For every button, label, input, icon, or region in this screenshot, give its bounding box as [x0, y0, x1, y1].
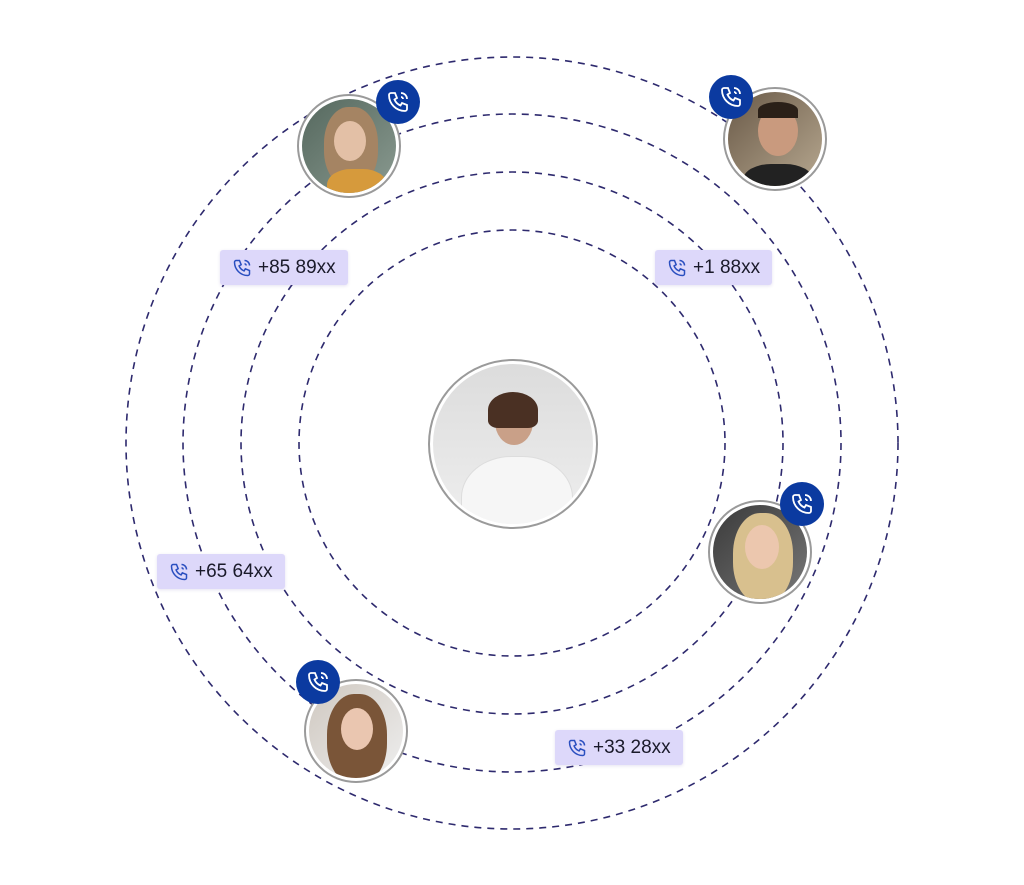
- phone-number-text: +65 64xx: [195, 560, 273, 582]
- phone-number-tag: +1 88xx: [655, 250, 773, 285]
- phone-number-text: +85 89xx: [258, 256, 336, 278]
- phone-call-icon: [388, 92, 408, 112]
- phone-number-text: +33 28xx: [593, 736, 671, 758]
- agent-avatar: [428, 359, 598, 529]
- phone-call-icon: [233, 259, 251, 276]
- orbit-ring: [298, 229, 726, 657]
- phone-call-icon: [170, 563, 188, 580]
- call-badge: [376, 80, 420, 124]
- orbit-ring: [125, 56, 899, 830]
- call-badge: [709, 75, 753, 119]
- call-badge: [296, 660, 340, 704]
- contact-avatar: [708, 500, 812, 604]
- phone-call-icon: [568, 739, 586, 756]
- phone-call-icon: [792, 494, 812, 514]
- phone-call-icon: [721, 87, 741, 107]
- contact-avatar: [304, 679, 408, 783]
- phone-number-text: +1 88xx: [693, 256, 761, 278]
- orbit-ring: [240, 171, 784, 715]
- phone-call-icon: [308, 672, 328, 692]
- call-badge: [780, 482, 824, 526]
- phone-number-tag: +65 64xx: [157, 554, 285, 589]
- phone-number-tag: +85 89xx: [220, 250, 348, 285]
- phone-call-icon: [668, 259, 686, 276]
- orbit-ring: [182, 113, 842, 773]
- phone-number-tag: +33 28xx: [555, 730, 683, 765]
